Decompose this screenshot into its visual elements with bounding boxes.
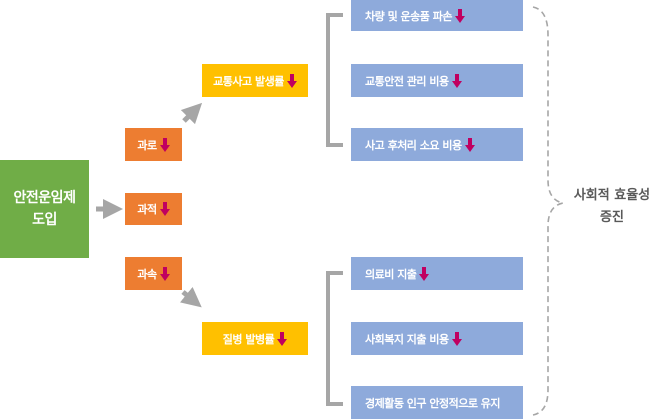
cost-label: 사회복지 지출 비용 — [365, 332, 449, 346]
cause-overload: 과적 — [125, 193, 182, 225]
down-arrow-icon — [454, 8, 465, 23]
down-arrow-icon — [159, 202, 170, 216]
cost-label: 의료비 지출 — [365, 267, 417, 281]
arrow-speeding-to-disease-icon — [179, 286, 202, 308]
cost-safety-management: 교통안전 관리 비용 — [351, 64, 523, 97]
cause-label: 과속 — [137, 267, 157, 281]
cause-fatigue: 과로 — [125, 128, 182, 161]
outcome-line2: 증진 — [600, 210, 624, 225]
bracket-accident-icon — [326, 13, 343, 147]
cost-accident-aftermath: 사고 후처리 소요 비용 — [351, 128, 523, 161]
cost-label: 차량 및 운송품 파손 — [365, 9, 452, 23]
root-line1: 안전운임제 — [13, 190, 76, 206]
economic-population-stable: 경제활동 인구 안정적으로 유지 — [351, 386, 523, 419]
cost-label: 경제활동 인구 안정적으로 유지 — [365, 396, 501, 410]
cause-label: 과적 — [137, 203, 157, 216]
root-box: 안전운임제 도입 — [0, 160, 89, 258]
root-line2: 도입 — [32, 212, 57, 228]
down-arrow-icon — [159, 266, 170, 281]
cost-label: 교통안전 관리 비용 — [365, 74, 449, 88]
down-arrow-icon — [277, 331, 288, 346]
cost-medical: 의료비 지출 — [351, 257, 523, 290]
cost-label: 사고 후처리 소요 비용 — [365, 138, 462, 152]
bracket-disease-icon — [326, 271, 343, 406]
cost-vehicle-damage: 차량 및 운송품 파손 — [351, 0, 523, 31]
effect-disease-rate: 질병 발병률 — [202, 322, 308, 355]
arrow-fatigue-to-accident-icon — [180, 102, 203, 125]
curly-brace-icon — [532, 6, 564, 416]
outcome-text: 사회적 효율성 증진 — [560, 185, 658, 229]
outcome-line1: 사회적 효율성 — [573, 188, 651, 203]
down-arrow-icon — [419, 266, 430, 281]
cause-label: 과로 — [137, 138, 157, 152]
down-arrow-icon — [451, 331, 462, 346]
down-arrow-icon — [464, 137, 475, 152]
effect-accident-rate: 교통사고 발생률 — [202, 64, 308, 97]
cost-social-welfare: 사회복지 지출 비용 — [351, 322, 523, 355]
down-arrow-icon — [451, 73, 462, 88]
down-arrow-icon — [159, 137, 170, 152]
effect-label: 교통사고 발생률 — [213, 74, 284, 88]
effect-label: 질병 발병률 — [222, 332, 275, 346]
cause-speeding: 과속 — [125, 257, 182, 290]
down-arrow-icon — [286, 73, 297, 88]
